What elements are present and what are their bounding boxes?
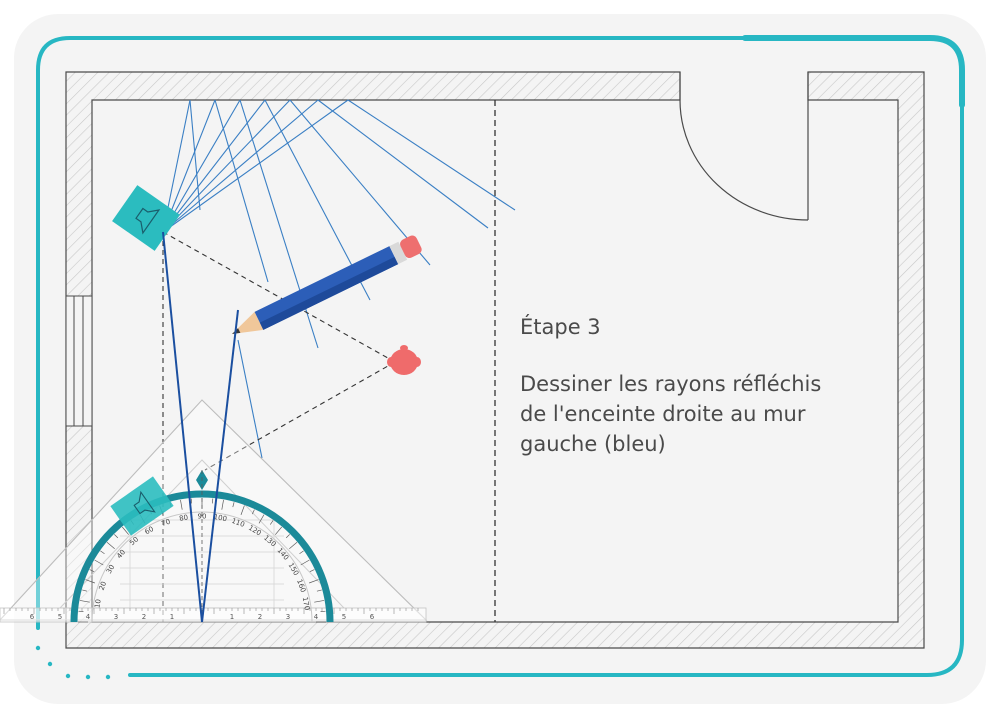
- ray: [162, 99, 349, 233]
- arc-tick: [309, 579, 319, 584]
- ruler-label: 4: [86, 613, 91, 621]
- reflected-rays-dark: [162, 231, 239, 623]
- degree-label: 170: [301, 596, 311, 611]
- speaker-icon-2: [110, 476, 174, 536]
- ray: [162, 99, 266, 233]
- ray: [214, 99, 269, 283]
- arc-tick: [89, 569, 95, 573]
- step-title: Étape 3: [520, 315, 601, 339]
- ray: [162, 99, 319, 233]
- arc-tick: [300, 559, 310, 566]
- arc-tick: [180, 499, 183, 510]
- listener-head-icon: [387, 345, 421, 375]
- step-instruction-line-2: de l'enceinte droite au mur: [520, 402, 806, 426]
- ray: [162, 99, 241, 233]
- arc-tick: [299, 550, 304, 555]
- step-instruction-line-1: Dessiner les rayons réfléchis: [520, 372, 822, 396]
- card-background: [14, 14, 986, 704]
- arc-tick: [314, 600, 325, 603]
- arc-tick: [85, 579, 95, 584]
- arc-tick: [258, 514, 265, 524]
- accent-dots: [35, 645, 111, 680]
- ruler-label: 4: [314, 613, 319, 621]
- arc-tick: [251, 509, 255, 515]
- ruler-label: 6: [370, 613, 375, 621]
- ray: [317, 99, 489, 229]
- arc-tick: [275, 526, 282, 535]
- degree-label: 10: [93, 599, 102, 609]
- degree-label: 80: [179, 513, 189, 522]
- ruler-label: 5: [58, 613, 62, 621]
- ray-dark: [201, 309, 239, 623]
- step-panel: Étape 3 Dessiner les rayons réfléchis de…: [520, 312, 900, 459]
- arc-tick: [79, 600, 90, 603]
- degree-label: 20: [98, 580, 109, 591]
- ray-dark: [162, 231, 203, 623]
- degree-label: 90: [198, 513, 207, 521]
- ray: [347, 99, 516, 211]
- ray: [289, 99, 431, 266]
- arc-tick: [269, 520, 274, 525]
- door: [679, 99, 809, 221]
- ruler-label: 2: [258, 613, 262, 621]
- arc-tick: [122, 526, 129, 535]
- arc-tick: [232, 502, 235, 508]
- window: [65, 295, 93, 427]
- arc-tick: [106, 542, 115, 549]
- ruler-label: 1: [230, 613, 234, 621]
- construction-lines: [162, 231, 396, 622]
- ruler-label: 3: [114, 613, 118, 621]
- degree-label: 100: [213, 513, 228, 523]
- step-instruction-line-3: gauche (bleu): [520, 432, 666, 456]
- pencil-icon: [232, 235, 422, 334]
- arc-tick: [100, 550, 105, 555]
- ruler-label: 1: [170, 613, 174, 621]
- arc-tick: [94, 559, 104, 566]
- arc-tick: [316, 589, 322, 592]
- accent-frame: [36, 35, 965, 677]
- degree-label: 40: [115, 548, 127, 560]
- ruler-label: 3: [286, 613, 290, 621]
- degree-label: 50: [128, 535, 140, 547]
- degree-label: 60: [143, 525, 155, 536]
- arc-tick: [114, 534, 119, 539]
- degree-label: 30: [105, 563, 116, 575]
- ray: [189, 99, 201, 211]
- arc-tick: [309, 569, 315, 573]
- ray: [162, 99, 291, 233]
- arc-tick: [285, 534, 290, 539]
- arc-tick: [289, 542, 298, 549]
- arc-tick: [82, 589, 88, 592]
- ruler-label: 2: [142, 613, 146, 621]
- arc-tick: [221, 499, 224, 510]
- arc-tick: [240, 505, 245, 515]
- ruler-label: 6: [30, 613, 35, 621]
- ruler-label: 5: [342, 613, 346, 621]
- degree-label: 70: [160, 518, 171, 529]
- ray: [237, 339, 263, 459]
